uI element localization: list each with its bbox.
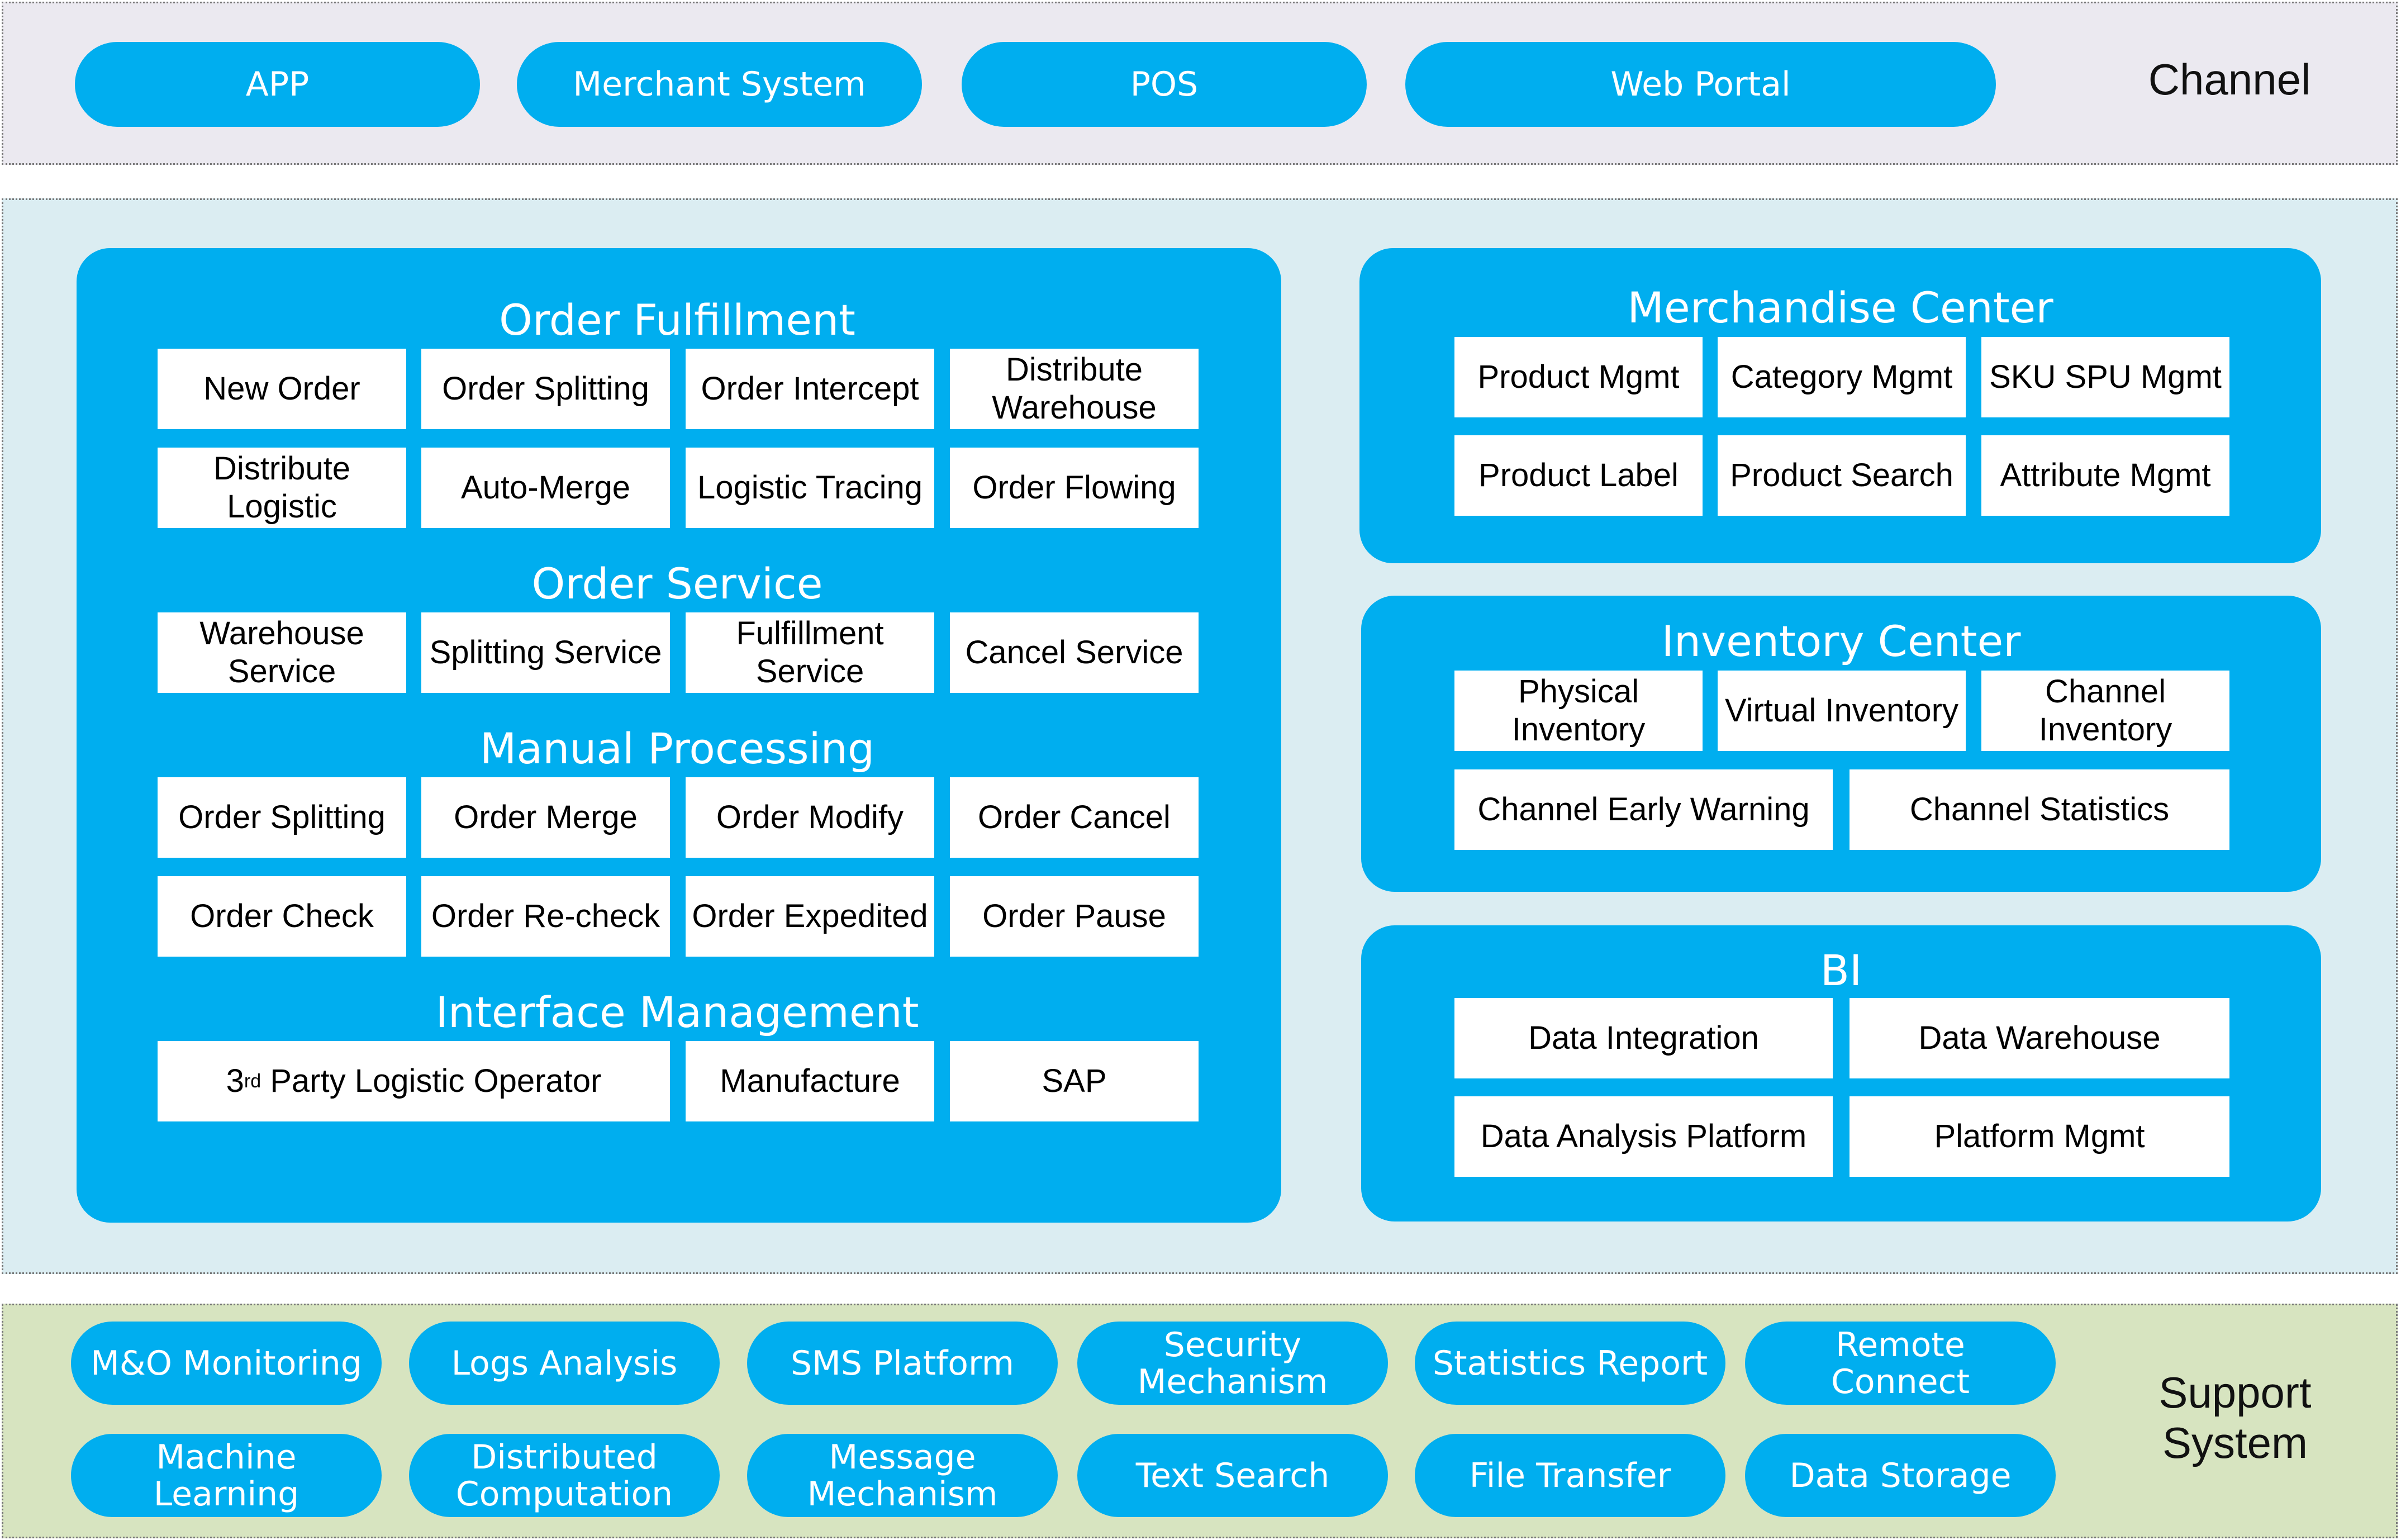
support-sms-platform[interactable]: SMS Platform	[747, 1322, 1058, 1405]
box-channel-inventory: Channel Inventory	[1981, 671, 2229, 751]
box-physical-inventory: Physical Inventory	[1454, 671, 1703, 751]
bi-title: BI	[1820, 945, 1862, 995]
box-sku-spu-mgmt: SKU SPU Mgmt	[1981, 337, 2229, 417]
support-remote-connect[interactable]: Remote Connect	[1745, 1322, 2056, 1405]
channel-app[interactable]: APP	[75, 42, 480, 127]
box-channel-early-warning: Channel Early Warning	[1454, 769, 1833, 850]
box-order-splitting: Order Splitting	[421, 349, 670, 429]
channel-web-portal[interactable]: Web Portal	[1405, 42, 1996, 127]
box-order-re-check: Order Re-check	[421, 876, 670, 957]
box-order-expedited: Order Expedited	[686, 876, 934, 957]
box-new-order: New Order	[158, 349, 406, 429]
box-order-merge: Order Merge	[421, 777, 670, 858]
box-channel-statistics: Channel Statistics	[1850, 769, 2229, 850]
box-sap: SAP	[950, 1041, 1199, 1121]
box-product-mgmt: Product Mgmt	[1454, 337, 1703, 417]
box-manufacture: Manufacture	[686, 1041, 934, 1121]
box-distribute-warehouse: Distribute Warehouse	[950, 349, 1199, 429]
merchandise-center-title: Merchandise Center	[1627, 283, 2053, 332]
box-manual-order-splitting: Order Splitting	[158, 777, 406, 858]
support-text-search[interactable]: Text Search	[1077, 1434, 1388, 1517]
support-statistics-report[interactable]: Statistics Report	[1415, 1322, 1725, 1405]
box-fulfillment-service: Fulfillment Service	[686, 612, 934, 693]
channel-merchant-system[interactable]: Merchant System	[517, 42, 922, 127]
box-order-flowing: Order Flowing	[950, 448, 1199, 528]
box-cancel-service: Cancel Service	[950, 612, 1199, 693]
box-order-modify: Order Modify	[686, 777, 934, 858]
box-virtual-inventory: Virtual Inventory	[1718, 671, 1966, 751]
box-warehouse-service: Warehouse Service	[158, 612, 406, 693]
interface-management-title: Interface Management	[435, 987, 919, 1037]
third-party-rest: Party Logistic Operator	[261, 1062, 602, 1099]
box-attribute-mgmt: Attribute Mgmt	[1981, 435, 2229, 516]
box-data-analysis-platform: Data Analysis Platform	[1454, 1096, 1833, 1177]
box-order-intercept: Order Intercept	[686, 349, 934, 429]
box-data-integration: Data Integration	[1454, 998, 1833, 1078]
order-service-title: Order Service	[531, 559, 823, 609]
support-logs-analysis[interactable]: Logs Analysis	[409, 1322, 720, 1405]
support-message-mechanism[interactable]: Message Mechanism	[747, 1434, 1058, 1517]
inventory-center-title: Inventory Center	[1661, 616, 2021, 666]
box-order-cancel: Order Cancel	[950, 777, 1199, 858]
support-label-line1: Support	[2158, 1368, 2312, 1417]
box-logistic-tracing: Logistic Tracing	[686, 448, 934, 528]
support-distributed-computation[interactable]: Distributed Computation	[409, 1434, 720, 1517]
box-platform-mgmt: Platform Mgmt	[1850, 1096, 2229, 1177]
box-auto-merge: Auto-Merge	[421, 448, 670, 528]
third-party-prefix: 3	[226, 1062, 244, 1099]
support-security-mechanism[interactable]: Security Mechanism	[1077, 1322, 1388, 1405]
box-order-pause: Order Pause	[950, 876, 1199, 957]
box-splitting-service: Splitting Service	[421, 612, 670, 693]
support-label-line2: System	[2162, 1418, 2308, 1467]
box-product-label: Product Label	[1454, 435, 1703, 516]
box-category-mgmt: Category Mgmt	[1718, 337, 1966, 417]
channel-pos[interactable]: POS	[962, 42, 1367, 127]
box-order-check: Order Check	[158, 876, 406, 957]
box-distribute-logistic: Distribute Logistic	[158, 448, 406, 528]
box-product-search: Product Search	[1718, 435, 1966, 516]
order-fulfillment-title: Order Fulfillment	[499, 295, 855, 345]
support-layer-label: Support System	[2123, 1368, 2347, 1468]
support-file-transfer[interactable]: File Transfer	[1415, 1434, 1725, 1517]
support-machine-learning[interactable]: Machine Learning	[71, 1434, 382, 1517]
support-data-storage[interactable]: Data Storage	[1745, 1434, 2056, 1517]
manual-processing-title: Manual Processing	[479, 724, 875, 773]
channel-layer-label: Channel	[2148, 55, 2311, 104]
support-mo-monitoring[interactable]: M&O Monitoring	[71, 1322, 382, 1405]
box-data-warehouse: Data Warehouse	[1850, 998, 2229, 1078]
